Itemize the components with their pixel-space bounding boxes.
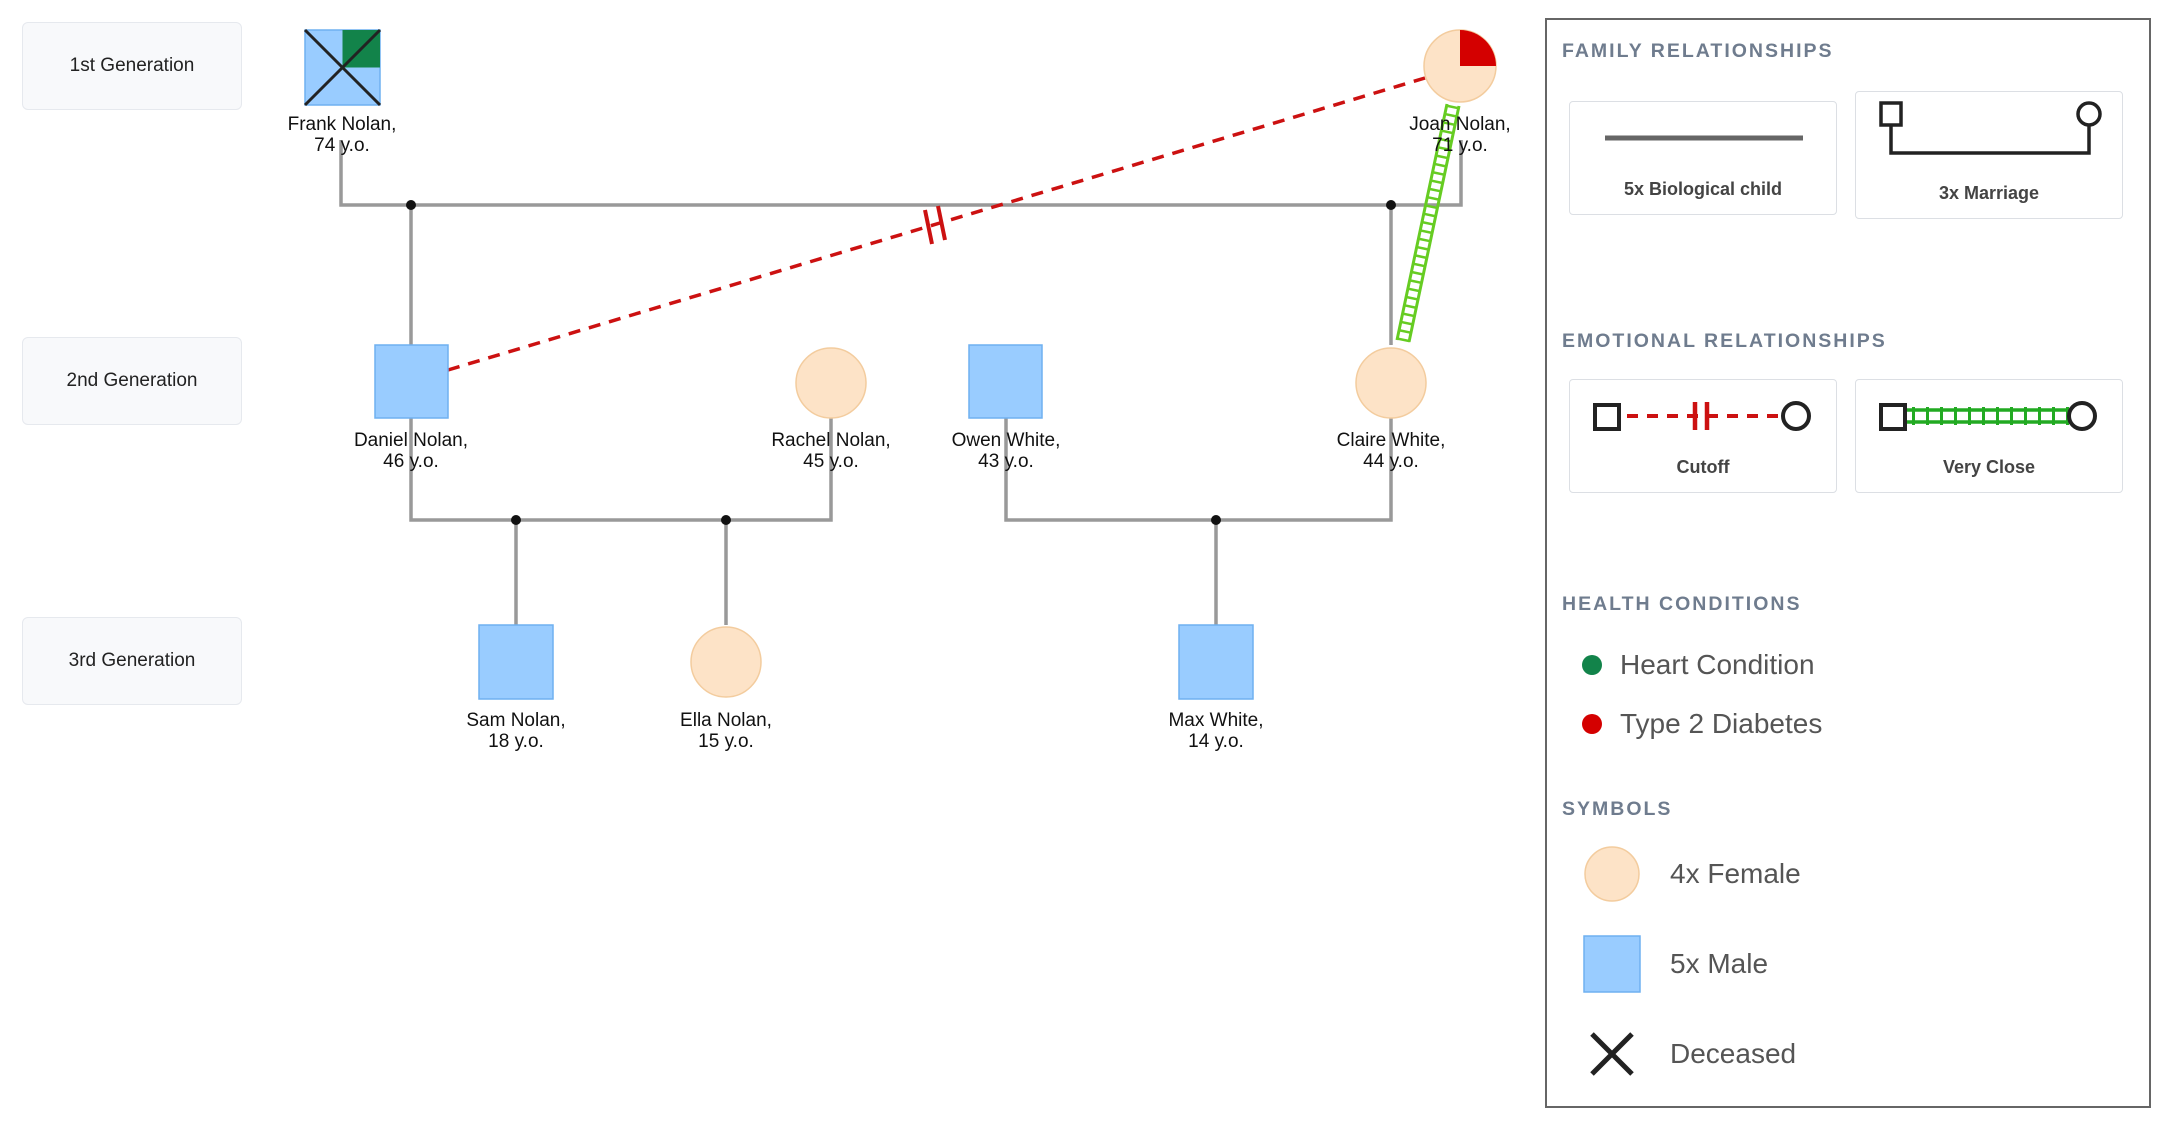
legend-panel: FAMILY RELATIONSHIPS 5x Biological child… xyxy=(1545,18,2151,1108)
person-age: 45 y.o. xyxy=(803,451,859,472)
junction-dot xyxy=(511,515,521,525)
person-ella-symbol[interactable] xyxy=(690,626,762,698)
marriage-line-owen-claire xyxy=(1004,418,1393,522)
person-joan-label: Joan Nolan, 71 y.o. xyxy=(1350,114,1570,156)
person-age: 74 y.o. xyxy=(314,135,370,156)
person-rachel-label: Rachel Nolan, 45 y.o. xyxy=(721,430,941,472)
person-age: 44 y.o. xyxy=(1363,451,1419,472)
legend-female-label: 4x Female xyxy=(1670,858,1801,889)
legend-cutoff: Cutoff xyxy=(1569,379,1837,493)
person-sam-symbol[interactable] xyxy=(478,624,554,700)
person-age: 14 y.o. xyxy=(1188,731,1244,752)
cutoff-mark xyxy=(923,209,934,245)
very-close-line-icon xyxy=(1879,401,2097,431)
female-circle-icon xyxy=(1582,844,1642,904)
generation-label-3: 3rd Generation xyxy=(22,617,242,705)
deceased-cross-icon xyxy=(1582,1024,1642,1084)
person-frank-symbol[interactable] xyxy=(303,28,382,107)
cutoff-line xyxy=(447,76,1426,372)
cutoff-line-icon xyxy=(1593,401,1811,431)
person-name: Sam Nolan, xyxy=(466,710,566,731)
legend-heart-condition-label: Heart Condition xyxy=(1620,649,1815,680)
person-name: Frank Nolan, xyxy=(287,114,397,135)
person-claire-symbol[interactable] xyxy=(1355,347,1427,419)
legend-deceased-label: Deceased xyxy=(1670,1038,1797,1069)
person-claire-label: Claire White, 44 y.o. xyxy=(1281,430,1501,472)
heart-condition-dot-icon xyxy=(1582,655,1602,675)
very-close-line xyxy=(1395,103,1461,343)
junction-dot xyxy=(1211,515,1221,525)
person-sam-label: Sam Nolan, 18 y.o. xyxy=(406,710,626,752)
person-name: Owen White, xyxy=(951,430,1061,451)
legend-cutoff-label: Cutoff xyxy=(1676,457,1730,477)
person-joan-symbol[interactable] xyxy=(1423,29,1497,103)
person-daniel-label: Daniel Nolan, 46 y.o. xyxy=(301,430,521,472)
person-name: Daniel Nolan, xyxy=(353,430,469,451)
legend-health-title: HEALTH CONDITIONS xyxy=(1562,593,1802,615)
marriage-line-icon xyxy=(1879,101,2102,155)
junction-dot xyxy=(721,515,731,525)
person-name: Joan Nolan, xyxy=(1409,114,1511,135)
person-age: 15 y.o. xyxy=(698,731,754,752)
junction-dot xyxy=(1386,200,1396,210)
legend-biological-child: 5x Biological child xyxy=(1569,101,1837,215)
person-age: 46 y.o. xyxy=(383,451,439,472)
legend-marriage: 3x Marriage xyxy=(1855,91,2123,219)
legend-male: 5x Male xyxy=(1582,934,1768,994)
legend-deceased: Deceased xyxy=(1582,1024,1796,1084)
legend-very-close-label: Very Close xyxy=(1942,457,2036,477)
legend-diabetes-label: Type 2 Diabetes xyxy=(1620,708,1823,739)
cutoff-mark xyxy=(936,205,947,241)
legend-biological-child-label: 5x Biological child xyxy=(1623,179,1783,199)
legend-symbols-title: SYMBOLS xyxy=(1562,798,1673,820)
legend-heart-condition: Heart Condition xyxy=(1582,647,1815,683)
legend-very-close: Very Close xyxy=(1855,379,2123,493)
junction-dot xyxy=(406,200,416,210)
person-age: 43 y.o. xyxy=(978,451,1034,472)
deceased-cross xyxy=(303,28,382,107)
legend-emotional-title: EMOTIONAL RELATIONSHIPS xyxy=(1562,330,1887,352)
person-name: Ella Nolan, xyxy=(680,710,772,731)
person-age: 71 y.o. xyxy=(1432,135,1488,156)
person-rachel-symbol[interactable] xyxy=(795,347,867,419)
person-age: 18 y.o. xyxy=(488,731,544,752)
person-owen-symbol[interactable] xyxy=(968,344,1043,419)
person-daniel-symbol[interactable] xyxy=(374,344,449,419)
person-owen-label: Owen White, 43 y.o. xyxy=(896,430,1116,472)
generation-label-1: 1st Generation xyxy=(22,22,242,110)
person-frank-label: Frank Nolan, 74 y.o. xyxy=(232,114,452,156)
person-max-label: Max White, 14 y.o. xyxy=(1106,710,1326,752)
marriage-line-daniel-rachel xyxy=(409,418,833,522)
legend-family-title: FAMILY RELATIONSHIPS xyxy=(1562,40,1834,62)
male-square-icon xyxy=(1582,934,1642,994)
legend-marriage-label: 3x Marriage xyxy=(1938,183,2040,203)
person-max-symbol[interactable] xyxy=(1178,624,1254,700)
genogram-diagram xyxy=(303,28,1497,700)
marriage-line-frank-joan xyxy=(339,140,1463,207)
generation-label-2: 2nd Generation xyxy=(22,337,242,425)
legend-female: 4x Female xyxy=(1582,844,1801,904)
person-ella-label: Ella Nolan, 15 y.o. xyxy=(616,710,836,752)
diabetes-marker xyxy=(1460,30,1496,66)
person-name: Rachel Nolan, xyxy=(771,430,891,451)
legend-male-label: 5x Male xyxy=(1670,948,1769,979)
person-name: Max White, xyxy=(1168,710,1264,731)
legend-diabetes: Type 2 Diabetes xyxy=(1582,706,1822,742)
diabetes-dot-icon xyxy=(1582,714,1602,734)
person-name: Claire White, xyxy=(1336,430,1446,451)
biological-child-line-icon xyxy=(1605,135,1803,141)
